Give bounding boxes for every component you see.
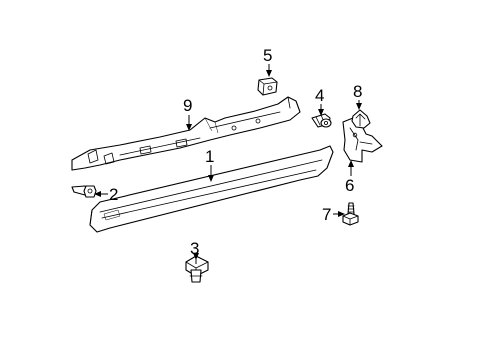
callout-labels: 9 1 2 3 4 5 6 7 8 [109, 46, 362, 258]
callout-2: 2 [109, 185, 118, 204]
part-2-push-clip [71, 185, 97, 198]
leader-lines [94, 64, 362, 264]
part-8-retainer [351, 109, 371, 129]
part-5-nut [257, 77, 278, 96]
part-7-bolt [342, 202, 359, 226]
callout-6: 6 [345, 176, 354, 195]
part-4-screw [311, 113, 332, 128]
part-3-clip [185, 255, 209, 283]
callout-5: 5 [263, 46, 272, 65]
callout-1: 1 [205, 147, 214, 166]
part-1-rocker-molding [89, 145, 334, 233]
callout-4: 4 [315, 86, 324, 105]
callout-8: 8 [353, 82, 362, 101]
callout-7: 7 [322, 205, 331, 224]
part-9-reinforcement [71, 96, 301, 171]
callout-9: 9 [183, 96, 192, 115]
callout-3: 3 [190, 239, 199, 258]
